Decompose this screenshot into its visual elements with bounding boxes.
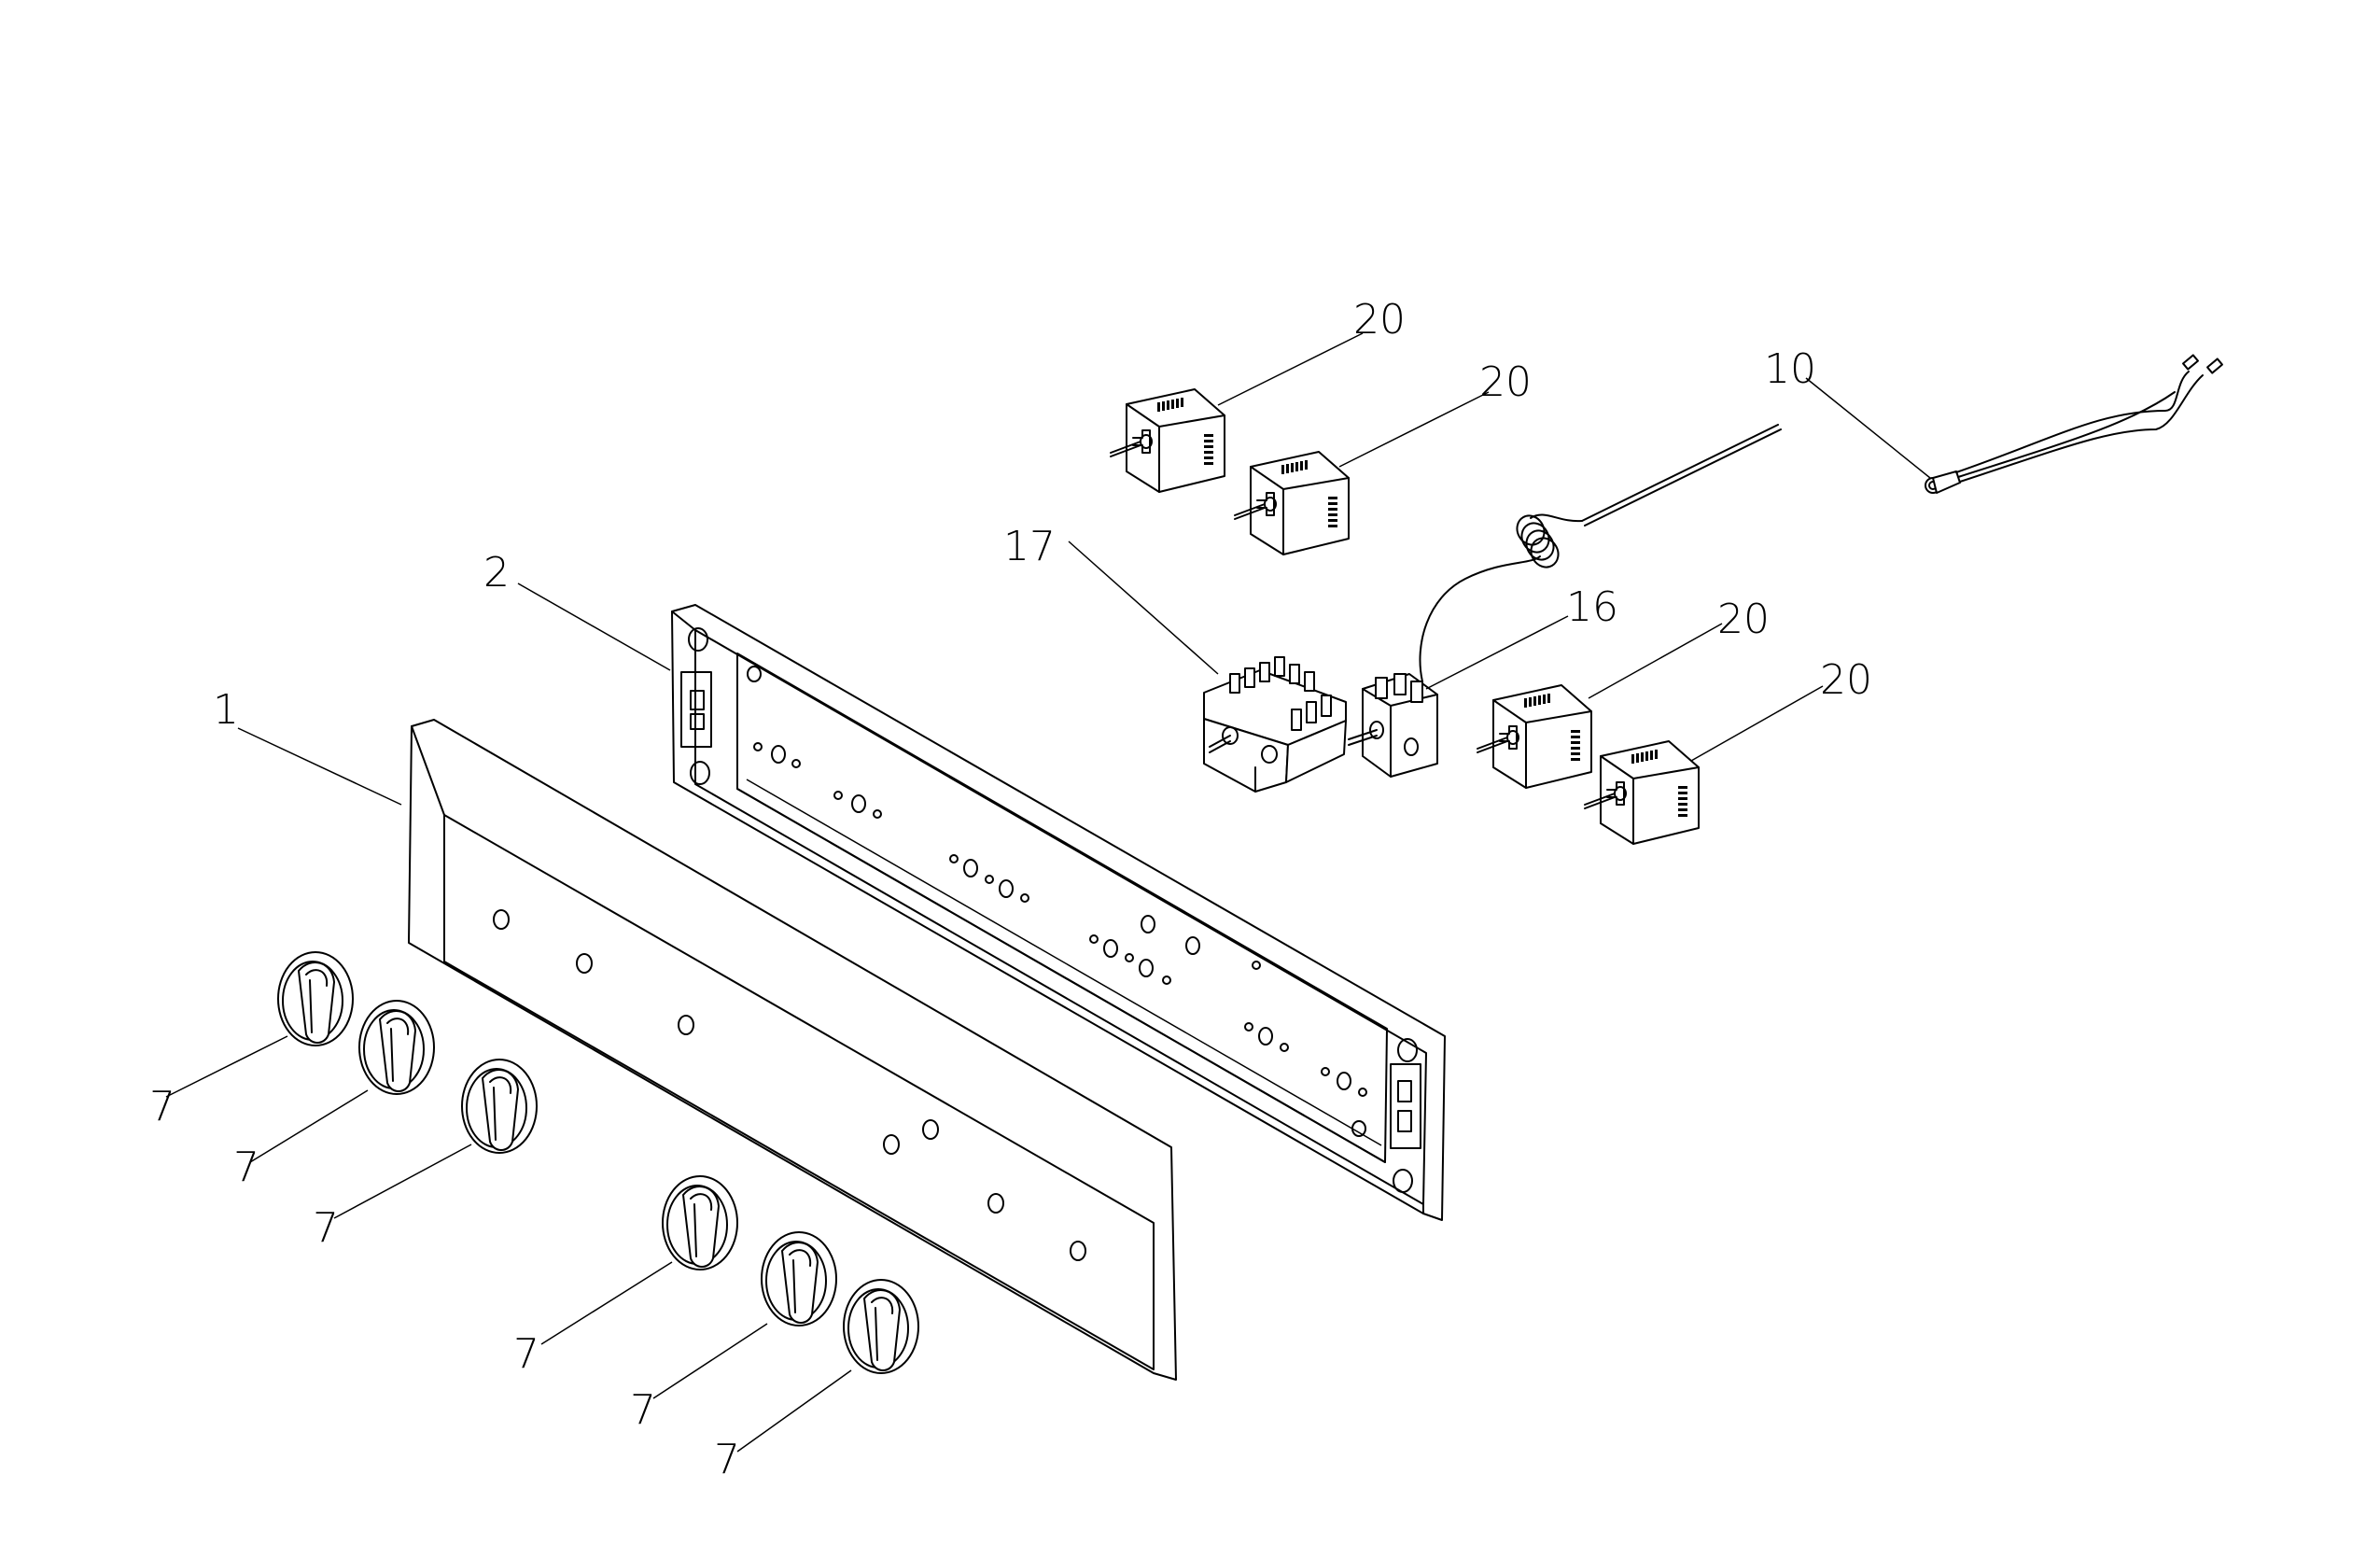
label-knob-4: 7 bbox=[513, 1330, 539, 1378]
label-energy-regulator-1: 20 bbox=[1353, 296, 1406, 344]
knob-5 bbox=[761, 1231, 837, 1326]
knob-2 bbox=[358, 1000, 435, 1095]
energy-regulator-2 bbox=[1234, 451, 1350, 555]
label-energy-regulator-4: 20 bbox=[1820, 656, 1872, 704]
label-energy-regulator-3: 20 bbox=[1717, 596, 1770, 643]
label-frame: 2 bbox=[483, 549, 510, 597]
label-selector-switch: 17 bbox=[1003, 523, 1056, 570]
callout-labels: 1 2 7 7 7 7 7 7 10 16 17 20 20 20 20 bbox=[149, 296, 1872, 1483]
label-panel: 1 bbox=[213, 686, 239, 734]
thermostat bbox=[1348, 424, 1782, 778]
leader-lines bbox=[165, 332, 1931, 1453]
selector-switch bbox=[1203, 656, 1347, 793]
front-panel bbox=[408, 719, 1177, 1381]
energy-regulator-1 bbox=[1110, 388, 1225, 493]
switch-terminals bbox=[1229, 656, 1332, 731]
label-knob-6: 7 bbox=[714, 1436, 740, 1483]
label-knob-1: 7 bbox=[149, 1083, 175, 1130]
frame-bracket-right bbox=[1351, 1038, 1421, 1193]
energy-regulator-3 bbox=[1477, 684, 1592, 789]
capillary-coil bbox=[1516, 514, 1560, 568]
knob-6 bbox=[843, 1279, 919, 1374]
label-knob-3: 7 bbox=[313, 1204, 339, 1252]
knob-4 bbox=[662, 1175, 738, 1270]
frame-holes bbox=[753, 742, 1367, 1097]
label-knob-5: 7 bbox=[630, 1386, 656, 1434]
label-probe: 10 bbox=[1764, 345, 1816, 393]
knob-1 bbox=[277, 951, 354, 1046]
panel-holes bbox=[493, 909, 1086, 1261]
knob-3 bbox=[461, 1059, 538, 1154]
control-frame bbox=[671, 604, 1446, 1221]
frame-bracket-left bbox=[680, 627, 762, 785]
label-energy-regulator-2: 20 bbox=[1479, 358, 1532, 406]
label-thermostat: 16 bbox=[1566, 583, 1618, 631]
energy-regulator-4 bbox=[1584, 740, 1700, 845]
label-knob-2: 7 bbox=[233, 1144, 259, 1191]
probe bbox=[1925, 354, 2223, 494]
